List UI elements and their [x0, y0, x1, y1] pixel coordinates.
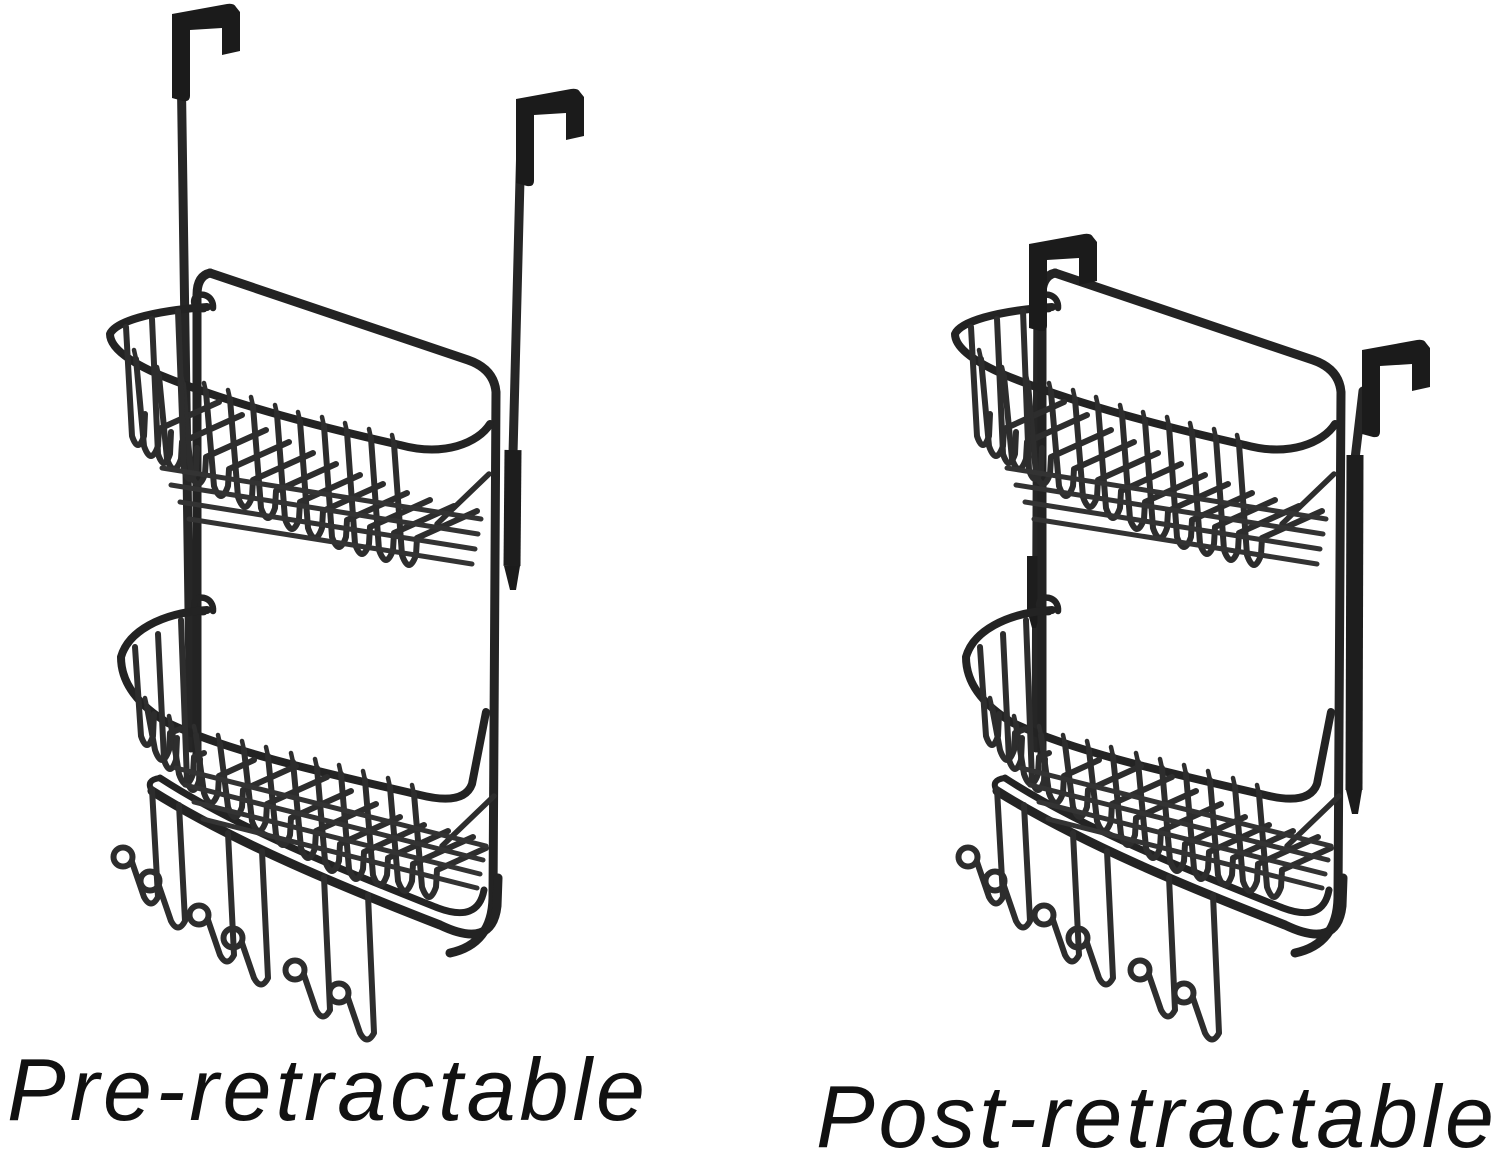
svg-text:Post-retractable: Post-retractable [816, 1067, 1494, 1151]
svg-text:Pre-retractable: Pre-retractable [7, 1040, 645, 1139]
